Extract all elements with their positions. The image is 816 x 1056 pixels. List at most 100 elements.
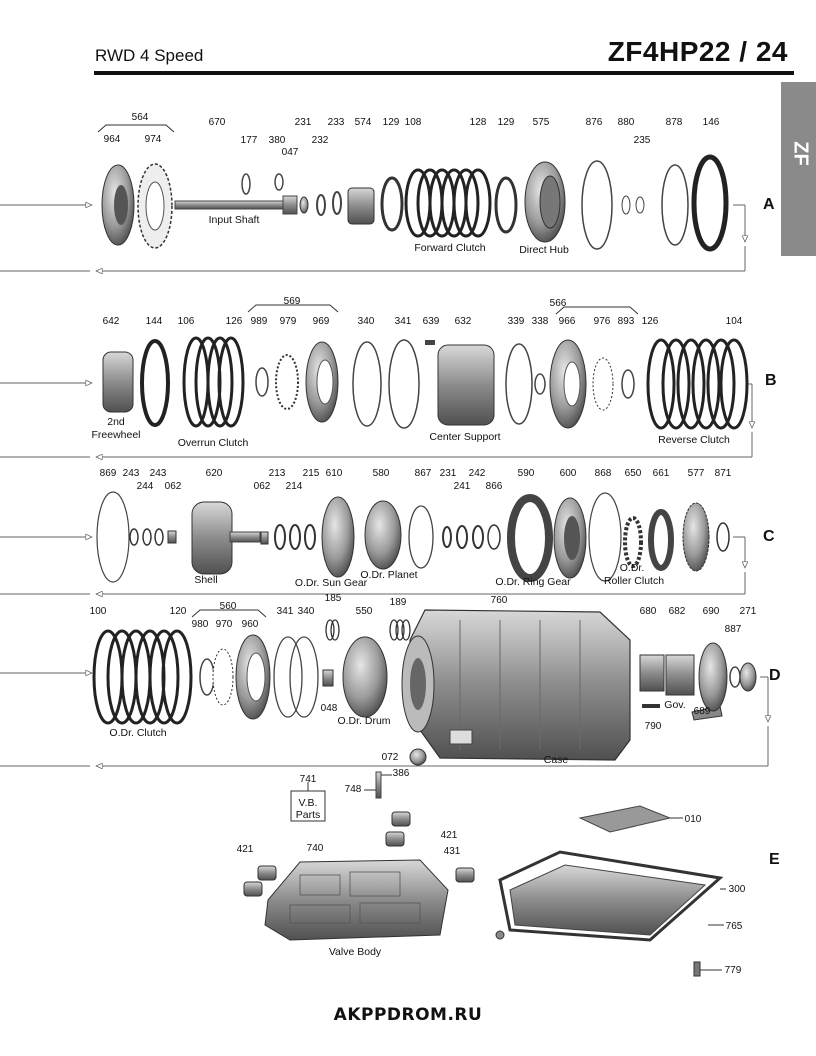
row-c-part-number: 600 bbox=[560, 468, 577, 479]
row-a-part-number: 146 bbox=[703, 117, 720, 128]
row-a-part-number: 047 bbox=[282, 147, 299, 158]
row-c-part-number: 620 bbox=[206, 468, 223, 479]
row-b-part-number: 338 bbox=[532, 316, 549, 327]
row-b-part-number: 569 bbox=[284, 296, 301, 307]
row-e-caption: Parts bbox=[296, 809, 321, 821]
row-c-part-number: 661 bbox=[653, 468, 670, 479]
row-a-part-number: 880 bbox=[618, 117, 635, 128]
row-c-caption: O.Dr. Ring Gear bbox=[495, 576, 571, 588]
row-d-part-number: 048 bbox=[321, 703, 338, 714]
row-e bbox=[243, 771, 726, 977]
row-b-part-number: 642 bbox=[103, 316, 120, 327]
row-e-part-number: 748 bbox=[345, 784, 362, 795]
row-a-part-number: 670 bbox=[209, 117, 226, 128]
row-e-caption: V.B. bbox=[299, 797, 318, 809]
header-title: ZF4HP22 / 24 bbox=[607, 36, 788, 67]
row-a-caption: Forward Clutch bbox=[414, 242, 485, 254]
row-a-part-number: 974 bbox=[145, 134, 162, 145]
row-a-part-number: 876 bbox=[586, 117, 603, 128]
row-d-part-number: 189 bbox=[390, 597, 407, 608]
row-d-part-number: 100 bbox=[90, 606, 107, 617]
row-d-part-number: 072 bbox=[382, 752, 399, 763]
row-d-caption: O.Dr. Clutch bbox=[109, 727, 166, 739]
row-b-part-number: 976 bbox=[594, 316, 611, 327]
row-c-part-number: 866 bbox=[486, 481, 503, 492]
footer-site: AKPPDROM.RU bbox=[333, 1005, 483, 1025]
row-b-part-number: 339 bbox=[508, 316, 525, 327]
row-d-part-number: 680 bbox=[640, 606, 657, 617]
row-e-part-number: 386 bbox=[393, 768, 410, 779]
row-d-part-number: 185 bbox=[325, 593, 342, 604]
row-b-caption: Reverse Clutch bbox=[658, 434, 730, 446]
row-e-part-number: 010 bbox=[685, 814, 702, 825]
row-b-part-number: 566 bbox=[550, 298, 567, 309]
row-c-part-number: 243 bbox=[150, 468, 167, 479]
row-c-part-number: 650 bbox=[625, 468, 642, 479]
row-c-part-number: 868 bbox=[595, 468, 612, 479]
row-c-part-number: 062 bbox=[254, 481, 271, 492]
row-d-part-number: 271 bbox=[740, 606, 757, 617]
row-b-part-number: 966 bbox=[559, 316, 576, 327]
row-b-part-number: 989 bbox=[251, 316, 268, 327]
row-d bbox=[0, 609, 768, 766]
row-a-part-number: 231 bbox=[295, 117, 312, 128]
row-d-part-number: 790 bbox=[645, 721, 662, 732]
row-c-part-number: 213 bbox=[269, 468, 286, 479]
row-c-part-number: 590 bbox=[518, 468, 535, 479]
row-b-part-number: 126 bbox=[226, 316, 243, 327]
row-c-letter: C bbox=[763, 528, 775, 545]
row-e-part-number: 765 bbox=[726, 921, 743, 932]
row-d-part-number: 970 bbox=[216, 619, 233, 630]
row-c-part-number: 869 bbox=[100, 468, 117, 479]
row-a-part-number: 129 bbox=[498, 117, 515, 128]
row-c-part-number: 871 bbox=[715, 468, 732, 479]
header-subtitle: RWD 4 Speed bbox=[95, 46, 204, 65]
row-a-part-number: 108 bbox=[405, 117, 422, 128]
row-a-part-number: 177 bbox=[241, 135, 258, 146]
row-b-part-number: 106 bbox=[178, 316, 195, 327]
row-c-part-number: 243 bbox=[123, 468, 140, 479]
row-b-caption: 2nd bbox=[107, 416, 125, 428]
row-b-part-number: 632 bbox=[455, 316, 472, 327]
row-a-part-number: 964 bbox=[104, 134, 121, 145]
row-c-caption: O.Dr. Planet bbox=[360, 569, 417, 581]
row-e-part-number: 421 bbox=[441, 830, 458, 841]
row-d-part-number: 887 bbox=[725, 624, 742, 635]
row-c-caption: O.Dr. bbox=[620, 562, 645, 574]
row-c-part-number: 577 bbox=[688, 468, 705, 479]
row-e-letter: E bbox=[769, 851, 780, 868]
row-e-caption: Valve Body bbox=[329, 946, 382, 958]
row-c-part-number: 867 bbox=[415, 468, 432, 479]
row-d-part-number: 340 bbox=[298, 606, 315, 617]
row-d-part-number: 560 bbox=[220, 601, 237, 612]
row-d-part-number: 120 bbox=[170, 606, 187, 617]
row-c-part-number: 242 bbox=[469, 468, 486, 479]
row-c-part-number: 241 bbox=[454, 481, 471, 492]
row-a-caption: Input Shaft bbox=[209, 214, 260, 226]
row-d-caption: O.Dr. Drum bbox=[337, 715, 390, 727]
row-c-part-number: 580 bbox=[373, 468, 390, 479]
row-a-caption: Direct Hub bbox=[519, 244, 569, 256]
row-a bbox=[0, 124, 745, 271]
row-b-part-number: 979 bbox=[280, 316, 297, 327]
row-b-part-number: 969 bbox=[313, 316, 330, 327]
row-c-part-number: 244 bbox=[137, 481, 154, 492]
row-d-part-number: 341 bbox=[277, 606, 294, 617]
row-e-part-number: 421 bbox=[237, 844, 254, 855]
row-a-part-number: 878 bbox=[666, 117, 683, 128]
row-a-part-number: 232 bbox=[312, 135, 329, 146]
row-d-caption: Case bbox=[544, 754, 569, 766]
row-a-part-number: 380 bbox=[269, 135, 286, 146]
row-b-caption: Freewheel bbox=[91, 429, 140, 441]
row-b-part-number: 639 bbox=[423, 316, 440, 327]
row-c-caption: Roller Clutch bbox=[604, 575, 664, 587]
row-c-caption: Shell bbox=[194, 574, 217, 586]
row-d-part-number: 689 bbox=[694, 706, 711, 717]
row-b-part-number: 341 bbox=[395, 316, 412, 327]
row-a-letter: A bbox=[763, 196, 775, 213]
row-b-letter: B bbox=[765, 372, 777, 389]
row-e-part-number: 741 bbox=[300, 774, 317, 785]
row-d-caption: Gov. bbox=[664, 699, 685, 711]
row-a-part-number: 564 bbox=[132, 112, 149, 123]
